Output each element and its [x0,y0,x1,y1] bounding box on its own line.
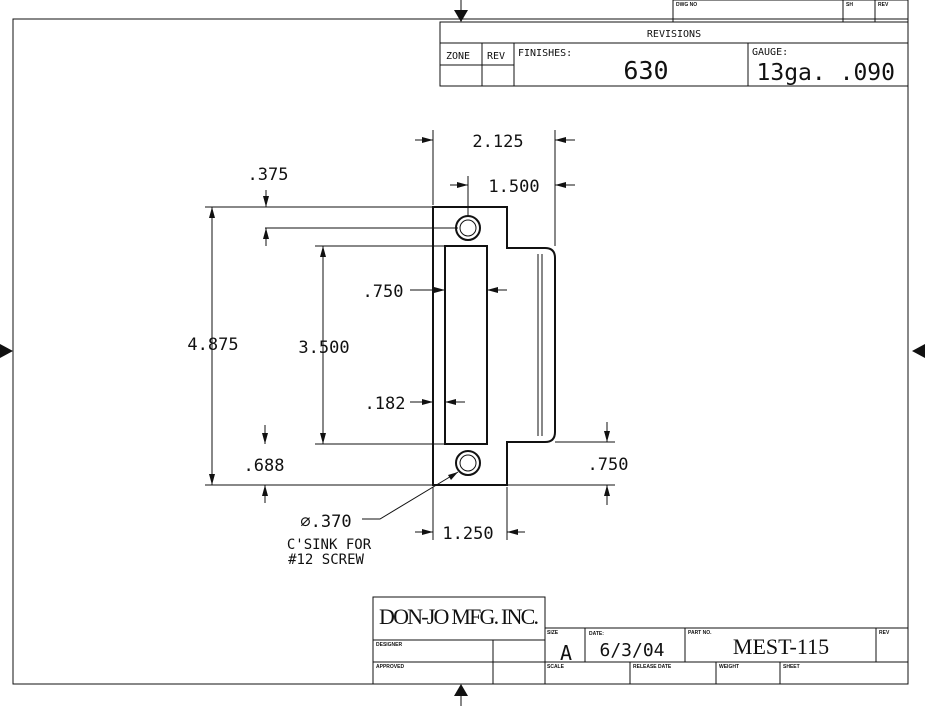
center-mark-top [454,0,468,22]
weight-label: WEIGHT [719,664,739,670]
center-mark-right [912,344,925,358]
dim-hole-from-top: .375 [248,165,289,185]
part-no-label: PART NO. [688,630,712,636]
dim-overall-height: 4.875 [187,335,238,355]
rev-col-label: REV [487,51,505,62]
center-mark-left [0,344,13,358]
sh-label: SH [846,2,853,8]
dim-hole-diameter: ∅.370 [300,512,351,532]
size-label: SIZE [547,630,559,636]
screw-hole-bottom [455,450,481,476]
sheet-label: SHEET [783,664,800,670]
gauge-value: 13ga. .090 [757,60,895,86]
part-no-value: MEST-115 [733,634,829,659]
zone-label: ZONE [446,51,470,62]
hole-note-line-1: C'SINK FOR [287,537,372,553]
dim-slot-length: 3.500 [298,338,349,358]
company-name: DON-JO MFG. INC. [379,604,539,629]
approved-label: APPROVED [376,664,404,670]
scale-label: SCALE [547,664,565,670]
center-mark-bottom [454,684,468,706]
hole-note-line-2: #12 SCREW [288,552,364,568]
finishes-label: FINISHES: [518,48,572,59]
rev-label-bottom: REV [879,630,890,636]
date-value: 6/3/04 [599,640,664,661]
rev-label-top: REV [878,2,889,8]
dim-plate-width: 1.250 [442,524,493,544]
title-block: DON-JO MFG. INC. DESIGNER APPROVED SIZE … [372,596,909,685]
revision-block: DWG NO SH REV REVISIONS ZONE REV FINISHE… [439,0,909,87]
sheet-border [12,18,909,685]
dim-overall-width: 2.125 [472,132,523,152]
strike-slot [444,245,488,445]
finishes-value: 630 [623,56,668,85]
dwg-no-label: DWG NO [676,2,697,8]
designer-label: DESIGNER [376,642,403,648]
dim-hole-to-edge: 1.500 [488,177,539,197]
dim-slot-width: .750 [363,282,404,302]
size-value: A [560,641,572,665]
dim-bottom-offset: .688 [244,456,285,476]
revisions-title: REVISIONS [647,29,701,40]
date-label: DATE: [589,631,604,637]
dim-tab-bottom: .750 [588,455,629,475]
strike-plate-part [432,206,556,486]
dimension-lines [205,130,615,540]
gauge-label: GAUGE: [752,47,788,58]
release-date-label: RELEASE DATE [633,664,672,670]
dim-slot-offset: .182 [365,394,406,414]
